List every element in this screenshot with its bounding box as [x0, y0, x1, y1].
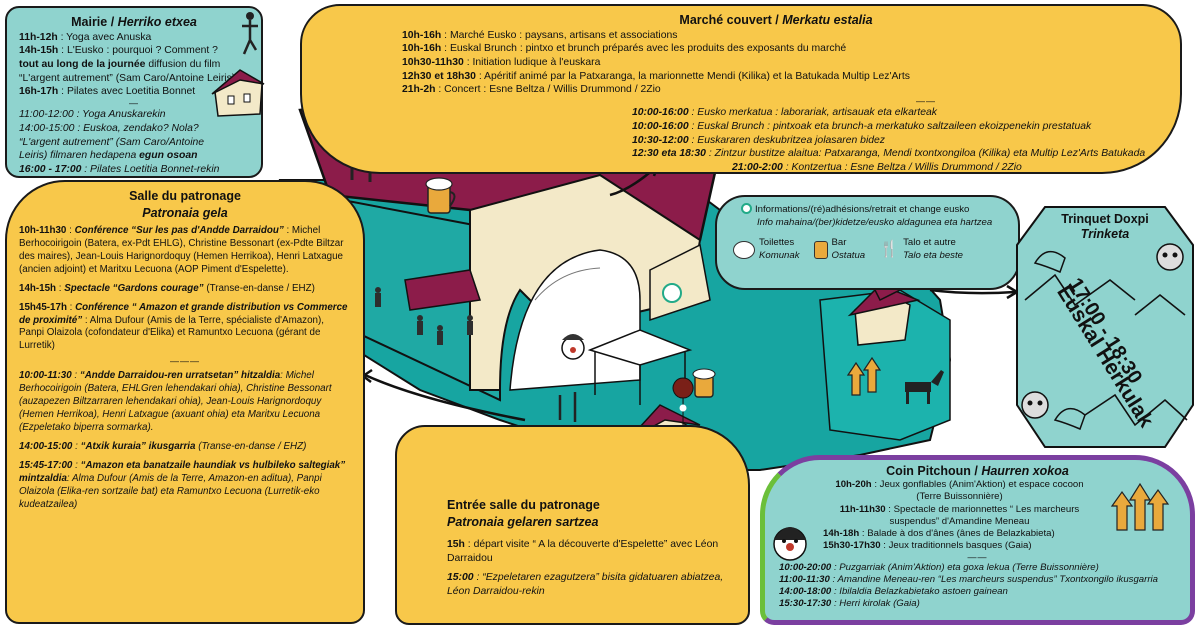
beer-mug-icon [692, 368, 716, 398]
wrestler-mask-icon [1156, 243, 1184, 271]
wrestler-mask-icon [1021, 391, 1049, 419]
salle-panel: Salle du patronage Patronaia gela 10h-11… [5, 180, 365, 624]
marche-panel: Marché couvert / Merkatu estalia 10h-16h… [300, 4, 1182, 174]
mairie-building-icon [211, 69, 265, 117]
entree-panel: Entrée salle du patronage Patronaia gela… [395, 425, 750, 625]
crowd [375, 287, 473, 345]
arm-muscle-icon [1053, 407, 1086, 431]
donkey-icon [905, 370, 944, 404]
mairie-title: Mairie / Herriko etxea [71, 15, 197, 29]
marche-title: Marché couvert / Merkatu estalia [679, 13, 873, 27]
yoga-person-icon [242, 12, 258, 55]
clown-icon [773, 527, 807, 561]
beer-mug-icon [813, 240, 828, 259]
stall-awning [404, 269, 481, 311]
trinquet-title: Trinquet Doxpi [1061, 212, 1149, 226]
info-panel: Informations/(ré)adhésions/retrait et ch… [715, 195, 1020, 290]
gazebo [587, 329, 693, 405]
arm-muscle-icon [1033, 250, 1066, 274]
toilet-paper-icon [733, 240, 755, 259]
arrows-up-icon [1110, 482, 1170, 531]
side-tent [649, 243, 711, 322]
clown-icon [561, 334, 585, 360]
arrows-up-icon [846, 356, 882, 396]
location-pin-icon [672, 377, 694, 426]
entree-title: Entrée salle du patronage [447, 498, 600, 512]
fork-knife-icon [558, 392, 577, 422]
beer-mug-icon [425, 177, 456, 214]
salle-title: Salle du patronage [129, 189, 241, 203]
eusko-logo-icon [741, 203, 752, 214]
pitchoun-title: Coin Pitchoun / Haurren xokoa [886, 464, 1069, 478]
pitchoun-panel: Coin Pitchoun / Haurren xokoa 10h-20h : … [760, 455, 1195, 625]
trinquet-shape [1016, 206, 1194, 448]
fork-knife-icon: 🍴 [879, 241, 900, 259]
